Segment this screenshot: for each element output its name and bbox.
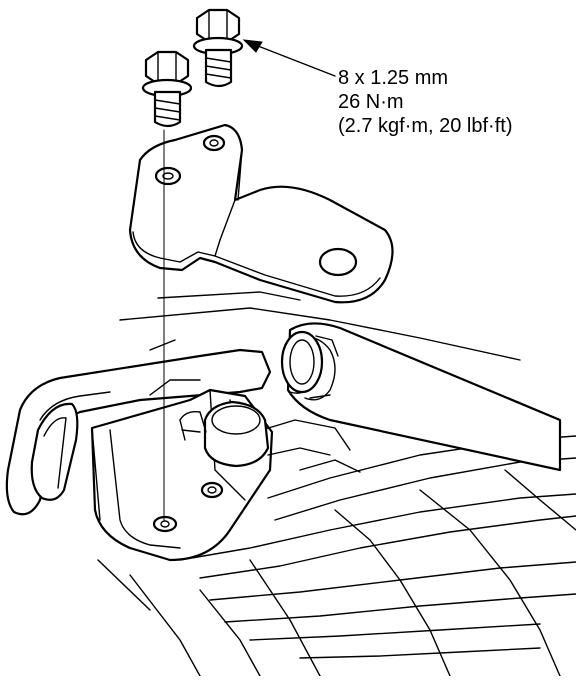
torque-alt-text: (2.7 kgf·m, 20 lbf·ft) [338, 115, 513, 137]
bolt-spec-label: 8 x 1.25 mm 26 N·m (2.7 kgf·m, 20 lbf·ft… [338, 66, 513, 138]
mount-block [90, 379, 351, 562]
flange-bolt-left [141, 50, 193, 128]
torque-nm-text: 26 N·m [338, 91, 404, 113]
lower-bracket [5, 348, 272, 516]
bolt-size-text: 8 x 1.25 mm [338, 67, 449, 89]
upper-bracket [128, 123, 394, 304]
arrowhead-icon [242, 39, 263, 53]
flange-bolt-right [192, 8, 244, 88]
frame-rails [97, 291, 576, 677]
hose [280, 322, 562, 472]
callout-leader [242, 39, 336, 77]
